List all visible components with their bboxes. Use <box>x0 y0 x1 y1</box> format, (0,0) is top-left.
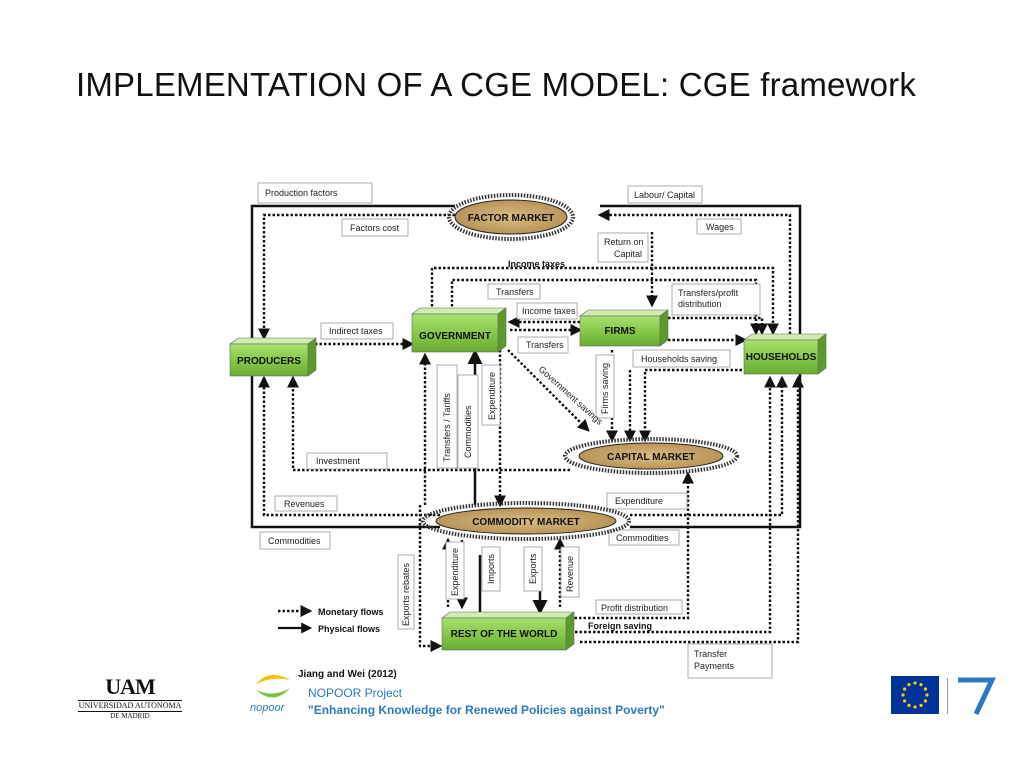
nopoor-wordmark: nopoor <box>250 702 285 714</box>
legend-monetary-label: Monetary flows <box>318 607 384 617</box>
label-commodities-right: Commodities <box>616 533 669 543</box>
label-capital: Capital <box>614 249 642 259</box>
legend-physical-label: Physical flows <box>318 624 380 634</box>
label-revenue: Revenue <box>565 556 575 592</box>
label-expenditure-v: Expenditure <box>487 372 497 420</box>
label-revenues: Revenues <box>284 499 325 509</box>
node-government: GOVERNMENT <box>411 307 507 353</box>
logo-separator <box>947 678 948 714</box>
node-producers-label: PRODUCERS <box>237 356 301 367</box>
uam-logo-line2: DE MADRID <box>110 712 150 720</box>
node-government-label: GOVERNMENT <box>419 331 491 342</box>
node-producers: PRODUCERS <box>229 337 317 377</box>
flow-label-boxes <box>257 182 773 679</box>
fp7-logo-icon <box>958 677 996 716</box>
label-foreign-saving: Foreign saving <box>588 621 652 631</box>
node-capital-market: CAPITAL MARKET <box>563 437 739 475</box>
node-rest-of-world-label: REST OF THE WORLD <box>451 629 558 640</box>
project-tagline: "Enhancing Knowledge for Renewed Policie… <box>308 703 665 717</box>
label-investment: Investment <box>316 456 361 466</box>
nopoor-logo-icon <box>256 674 290 698</box>
eu-flag-icon <box>891 676 939 714</box>
label-exports-rebates: Exports rebates <box>401 562 411 626</box>
label-transfer-payments-1: Transfer <box>694 649 727 659</box>
slide-title: IMPLEMENTATION OF A CGE MODEL: CGE frame… <box>76 66 917 103</box>
label-production-factors: Production factors <box>265 188 338 198</box>
label-commodities-v: Commodities <box>463 405 473 458</box>
label-firms-saving: Firms saving <box>600 363 610 414</box>
uam-logo-mark: UAM <box>105 674 156 699</box>
legend: Monetary flows Physical flows <box>278 605 384 634</box>
label-imports: Imports <box>486 553 496 584</box>
uam-logo: UAM UNIVERSIDAD AUTONOMA DE MADRID <box>78 676 182 721</box>
label-factors-cost: Factors cost <box>350 223 400 233</box>
node-factor-market: FACTOR MARKET <box>447 193 575 241</box>
label-transfers-profit-2: distribution <box>678 299 722 309</box>
label-labour-capital: Labour/ Capital <box>634 190 695 200</box>
label-commodities-left: Commodities <box>268 536 321 546</box>
node-firms: FIRMS <box>579 309 669 347</box>
citation: Jiang and Wei (2012) <box>298 669 397 680</box>
eu-stars-icon <box>901 681 929 709</box>
node-commodity-market: COMMODITY MARKET <box>421 501 631 541</box>
label-income-taxes-top: Income taxes <box>508 259 565 269</box>
label-government-savings: Government savings <box>537 364 605 427</box>
label-households-saving: Households saving <box>641 354 717 364</box>
project-name: NOPOOR Project <box>308 686 403 700</box>
label-profit-distribution: Profit distribution <box>601 603 668 613</box>
label-wages: Wages <box>706 222 734 232</box>
label-expenditure-h: Expenditure <box>615 496 663 506</box>
label-indirect-taxes: Indirect taxes <box>329 326 383 336</box>
label-expenditure-row: Expenditure <box>450 548 460 596</box>
node-firms-label: FIRMS <box>604 326 635 337</box>
label-income-taxes: Income taxes <box>522 306 576 316</box>
label-return-on: Return on <box>604 237 644 247</box>
node-commodity-market-label: COMMODITY MARKET <box>472 517 580 528</box>
label-transfers-profit-1: Transfers/profit <box>678 288 739 298</box>
label-exports: Exports <box>528 553 538 584</box>
label-transfer-payments-2: Payments <box>694 661 735 671</box>
node-rest-of-world: REST OF THE WORLD <box>441 611 575 651</box>
label-transfers-2: Transfers <box>526 340 564 350</box>
label-transfers-1: Transfers <box>496 287 534 297</box>
node-households: HOUSEHOLDS <box>743 333 827 375</box>
node-factor-market-label: FACTOR MARKET <box>468 213 554 224</box>
node-capital-market-label: CAPITAL MARKET <box>607 452 695 463</box>
label-transfers-tariffs: Transfers / Tariffs <box>442 393 452 462</box>
uam-logo-line1: UNIVERSIDAD AUTONOMA <box>78 700 182 712</box>
node-households-label: HOUSEHOLDS <box>746 352 817 363</box>
